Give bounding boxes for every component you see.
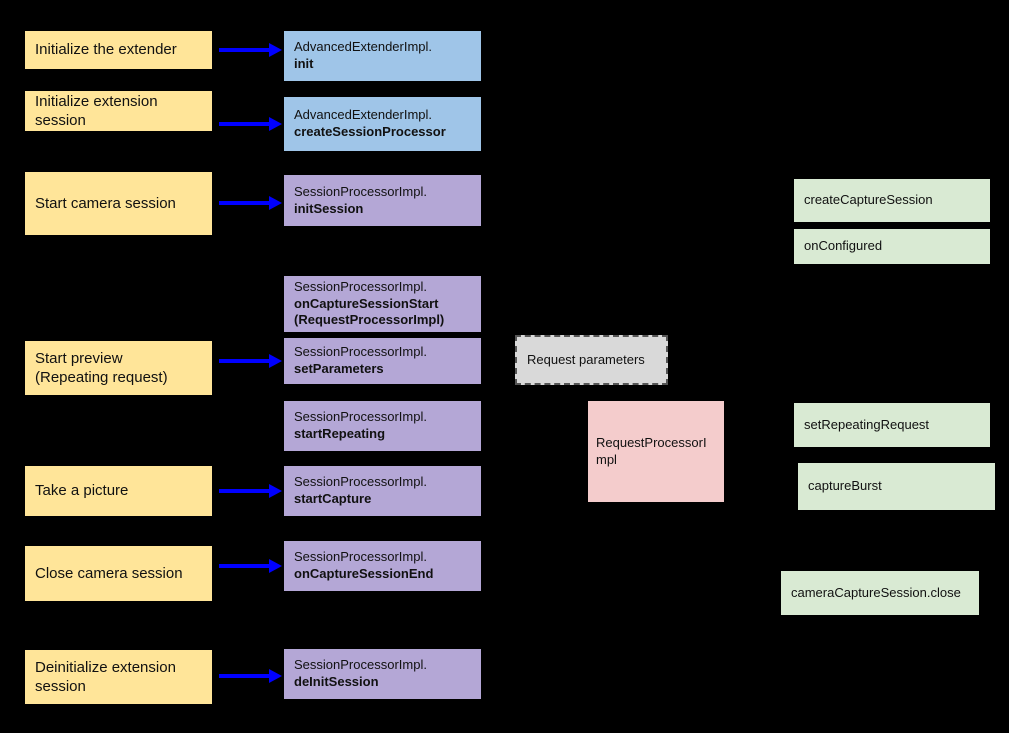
- flow-arrow: [219, 354, 282, 368]
- impl-method-name: onCaptureSessionEnd: [294, 566, 434, 581]
- impl-method-name: onCaptureSessionStart (RequestProcessorI…: [294, 295, 445, 328]
- camera2-label: createCaptureSession: [804, 192, 933, 208]
- impl-method-name: initSession: [294, 200, 364, 216]
- impl-on-capture-session-end: SessionProcessorImpl. onCaptureSessionEn…: [283, 540, 482, 592]
- request-processor-box: RequestProcessorImpl: [587, 400, 725, 503]
- flow-arrow: [219, 559, 282, 573]
- impl-create-session-processor: AdvancedExtenderImpl. createSessionProce…: [283, 96, 482, 152]
- camera2-label: cameraCaptureSession.close: [791, 584, 961, 600]
- request-processor-label: RequestProcessorImpl: [596, 434, 707, 467]
- step-initialize-extender: Initialize the extender: [24, 30, 213, 70]
- camera2-capture-burst: captureBurst: [797, 462, 996, 511]
- impl-init: AdvancedExtenderImpl. init: [283, 30, 482, 82]
- impl-class-name: SessionProcessorImpl.: [294, 409, 427, 425]
- request-parameters-label: Request parameters: [527, 351, 645, 367]
- step-label: Initialize extension session: [35, 92, 158, 130]
- step-start-preview: Start preview (Repeating request): [24, 340, 213, 396]
- camera2-label: onConfigured: [804, 238, 883, 254]
- impl-deinit-session: SessionProcessorImpl. deInitSession: [283, 648, 482, 700]
- impl-start-capture: SessionProcessorImpl. startCapture: [283, 465, 482, 517]
- impl-method-name: deInitSession: [294, 674, 379, 689]
- impl-method-name: startCapture: [294, 491, 372, 506]
- impl-init-session: SessionProcessorImpl. initSession: [283, 174, 482, 227]
- camera2-label: captureBurst: [808, 478, 882, 494]
- camera2-set-repeating-request: setRepeatingRequest: [793, 402, 991, 448]
- flow-arrow: [219, 43, 282, 57]
- step-take-a-picture: Take a picture: [24, 465, 213, 517]
- camera2-label: setRepeatingRequest: [804, 416, 930, 432]
- impl-method-name: setParameters: [294, 361, 384, 376]
- impl-on-capture-session-start: SessionProcessorImpl. onCaptureSessionSt…: [283, 275, 482, 333]
- flow-arrow: [219, 484, 282, 498]
- step-label: Close camera session: [35, 564, 183, 582]
- impl-class-name: SessionProcessorImpl.: [294, 344, 427, 360]
- flow-arrow: [219, 196, 282, 210]
- impl-method-name: init: [294, 56, 314, 71]
- impl-class-name: AdvancedExtenderImpl.: [294, 39, 433, 55]
- request-parameters-box: Request parameters: [515, 335, 668, 385]
- step-label: Start camera session: [35, 194, 176, 212]
- step-deinitialize-extension-session: Deinitialize extension session: [24, 649, 213, 705]
- flow-arrow: [219, 669, 282, 683]
- impl-start-repeating: SessionProcessorImpl. startRepeating: [283, 400, 482, 452]
- camera2-camera-capture-session-close: cameraCaptureSession.close: [780, 570, 980, 616]
- camera2-on-configured: onConfigured: [793, 228, 991, 265]
- step-start-camera-session: Start camera session: [24, 171, 213, 236]
- impl-class-name: AdvancedExtenderImpl.: [294, 107, 433, 123]
- step-label: Deinitialize extension session: [35, 658, 176, 696]
- impl-class-name: SessionProcessorImpl.: [294, 474, 427, 490]
- flow-arrow: [219, 117, 282, 131]
- camera2-create-capture-session: createCaptureSession: [793, 178, 991, 223]
- step-initialize-extension-session: Initialize extension session: [24, 90, 213, 132]
- step-label: Start preview (Repeating request): [35, 349, 168, 387]
- impl-set-parameters: SessionProcessorImpl. setParameters: [283, 337, 482, 385]
- step-label: Take a picture: [35, 482, 129, 500]
- impl-class-name: SessionProcessorImpl.: [294, 183, 427, 199]
- impl-method-name: startRepeating: [294, 426, 386, 441]
- impl-method-name: createSessionProcessor: [294, 124, 446, 139]
- impl-class-name: SessionProcessorImpl.: [294, 278, 427, 294]
- impl-class-name: SessionProcessorImpl.: [294, 657, 427, 673]
- step-label: Initialize the extender: [35, 41, 177, 59]
- step-close-camera-session: Close camera session: [24, 545, 213, 602]
- impl-class-name: SessionProcessorImpl.: [294, 549, 427, 565]
